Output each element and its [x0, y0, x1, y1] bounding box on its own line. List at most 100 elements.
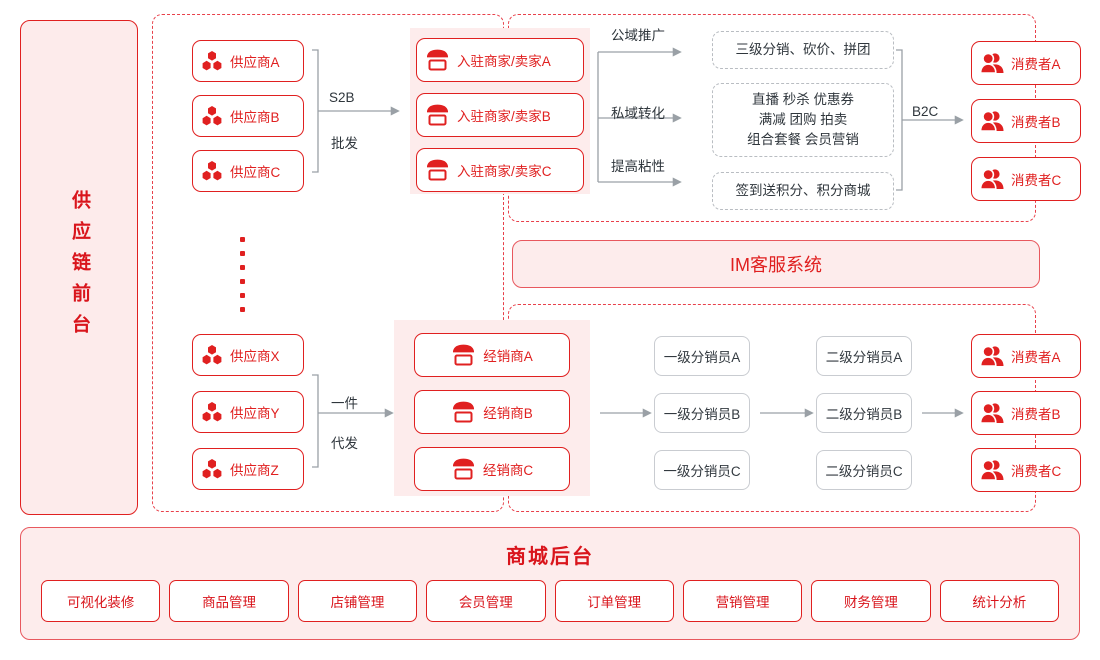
hexagons-icon — [202, 459, 222, 479]
dealer-label: 经销商B — [483, 406, 533, 421]
marketing-box-points-label: 签到送积分、积分商城 — [735, 183, 871, 198]
level2-distributor-card[interactable]: 二级分销员A — [816, 336, 912, 376]
supplier-card[interactable]: 供应商X — [192, 334, 304, 376]
backstage-module-product[interactable]: 商品管理 — [169, 580, 289, 622]
storefront-icon — [427, 49, 448, 71]
backstage-module-label: 商品管理 — [202, 595, 257, 610]
marketing-line-1: 直播 秒杀 优惠券 — [751, 92, 854, 107]
backstage-panel: 商城后台 可视化装修 商品管理 店铺管理 会员管理 订单管理 营销管理 财务管理… — [20, 527, 1080, 640]
supplier-card[interactable]: 供应商C — [192, 150, 304, 192]
backstage-module-label: 订单管理 — [587, 595, 642, 610]
supply-chain-banner-label: 供应链前台 — [69, 190, 90, 345]
level2-distributor-card[interactable]: 二级分销员B — [816, 393, 912, 433]
marketing-line-3: 组合套餐 会员营销 — [747, 132, 859, 147]
backstage-module-order[interactable]: 订单管理 — [554, 580, 674, 622]
level2-distributor-label: 二级分销员C — [825, 464, 903, 479]
marketing-box-distribution-label: 三级分销、砍价、拼团 — [735, 42, 871, 57]
consumer-label: 消费者B — [1011, 407, 1061, 422]
marketing-box-conversion[interactable]: 直播 秒杀 优惠券 满减 团购 拍卖 组合套餐 会员营销 — [712, 83, 894, 157]
dealer-card[interactable]: 经销商C — [414, 447, 570, 491]
level1-distributor-label: 一级分销员A — [663, 350, 741, 365]
hexagons-icon — [202, 51, 222, 71]
dropship-connector-label-2: 代发 — [331, 436, 358, 451]
hexagons-icon — [202, 161, 222, 181]
supplier-label: 供应商Y — [230, 406, 280, 421]
level1-distributor-label: 一级分销员B — [663, 407, 741, 422]
dot — [240, 307, 245, 312]
consumer-card[interactable]: 消费者B — [971, 99, 1081, 143]
level2-distributor-label: 二级分销员A — [825, 350, 903, 365]
consumer-card[interactable]: 消费者C — [971, 448, 1081, 492]
supplier-label: 供应商A — [230, 55, 280, 70]
marketing-box-distribution[interactable]: 三级分销、砍价、拼团 — [712, 31, 894, 69]
level1-distributor-card[interactable]: 一级分销员B — [654, 393, 750, 433]
supply-chain-banner: 供应链前台 — [20, 20, 138, 515]
consumer-card[interactable]: 消费者B — [971, 391, 1081, 435]
supplier-label: 供应商B — [230, 110, 280, 125]
users-icon — [980, 459, 1004, 481]
dot — [240, 251, 245, 256]
dealer-label: 经销商A — [483, 349, 533, 364]
s2b-connector-label: S2B — [329, 90, 355, 105]
hexagons-icon — [202, 106, 222, 126]
im-system-label: IM客服系统 — [730, 255, 822, 275]
supplier-label: 供应商X — [230, 349, 280, 364]
backstage-module-shop[interactable]: 店铺管理 — [297, 580, 418, 622]
hexagons-icon — [202, 402, 222, 422]
ellipsis-dots — [240, 237, 245, 312]
dot — [240, 265, 245, 270]
backstage-module-finance[interactable]: 财务管理 — [811, 580, 931, 622]
merchant-label: 入驻商家/卖家A — [457, 54, 551, 69]
users-icon — [980, 110, 1004, 132]
merchant-card[interactable]: 入驻商家/卖家C — [416, 148, 584, 192]
dropship-connector-label-1: 一件 — [331, 396, 358, 411]
level1-distributor-card[interactable]: 一级分销员C — [654, 450, 750, 490]
supply-zone-outline — [152, 14, 504, 512]
consumer-label: 消费者C — [1011, 173, 1062, 188]
backstage-module-row: 可视化装修 商品管理 店铺管理 会员管理 订单管理 营销管理 财务管理 统计分析 — [41, 580, 1059, 622]
merchant-label: 入驻商家/卖家C — [457, 164, 552, 179]
supplier-label: 供应商C — [230, 165, 281, 180]
marketing-line-2: 满减 团购 拍卖 — [758, 112, 848, 127]
backstage-module-member[interactable]: 会员管理 — [426, 580, 546, 622]
level1-distributor-card[interactable]: 一级分销员A — [654, 336, 750, 376]
users-icon — [980, 402, 1004, 424]
supplier-card[interactable]: 供应商Z — [192, 448, 304, 490]
level2-distributor-card[interactable]: 二级分销员C — [816, 450, 912, 490]
supplier-label: 供应商Z — [230, 463, 279, 478]
backstage-module-label: 统计分析 — [972, 595, 1027, 610]
channel-label-stickiness: 提高粘性 — [611, 159, 665, 174]
dot — [240, 293, 245, 298]
im-system-box[interactable]: IM客服系统 — [512, 240, 1040, 288]
consumer-label: 消费者C — [1011, 464, 1062, 479]
backstage-title: 商城后台 — [506, 546, 594, 568]
level1-distributor-label: 一级分销员C — [663, 464, 741, 479]
consumer-card[interactable]: 消费者A — [971, 334, 1081, 378]
wholesale-connector-label: 批发 — [331, 136, 358, 151]
consumer-card[interactable]: 消费者A — [971, 41, 1081, 85]
supplier-card[interactable]: 供应商Y — [192, 391, 304, 433]
users-icon — [980, 52, 1004, 74]
backstage-module-visual-builder[interactable]: 可视化装修 — [41, 580, 161, 622]
marketing-box-points[interactable]: 签到送积分、积分商城 — [712, 172, 894, 210]
consumer-card[interactable]: 消费者C — [971, 157, 1081, 201]
dot — [240, 279, 245, 284]
hexagons-icon — [202, 345, 222, 365]
supplier-card[interactable]: 供应商B — [192, 95, 304, 137]
channel-label-public: 公域推广 — [611, 28, 665, 43]
consumer-label: 消费者A — [1011, 57, 1061, 72]
backstage-module-analytics[interactable]: 统计分析 — [939, 580, 1059, 622]
merchant-card[interactable]: 入驻商家/卖家A — [416, 38, 584, 82]
dealer-card[interactable]: 经销商A — [414, 333, 570, 377]
b2c-connector-label: B2C — [912, 104, 939, 119]
users-icon — [980, 345, 1004, 367]
channel-label-private: 私域转化 — [611, 106, 665, 121]
storefront-icon — [453, 344, 475, 366]
merchant-label: 入驻商家/卖家B — [457, 109, 551, 124]
dealer-card[interactable]: 经销商B — [414, 390, 570, 434]
supplier-card[interactable]: 供应商A — [192, 40, 304, 82]
storefront-icon — [453, 401, 475, 423]
backstage-module-marketing[interactable]: 营销管理 — [682, 580, 803, 622]
merchant-card[interactable]: 入驻商家/卖家B — [416, 93, 584, 137]
